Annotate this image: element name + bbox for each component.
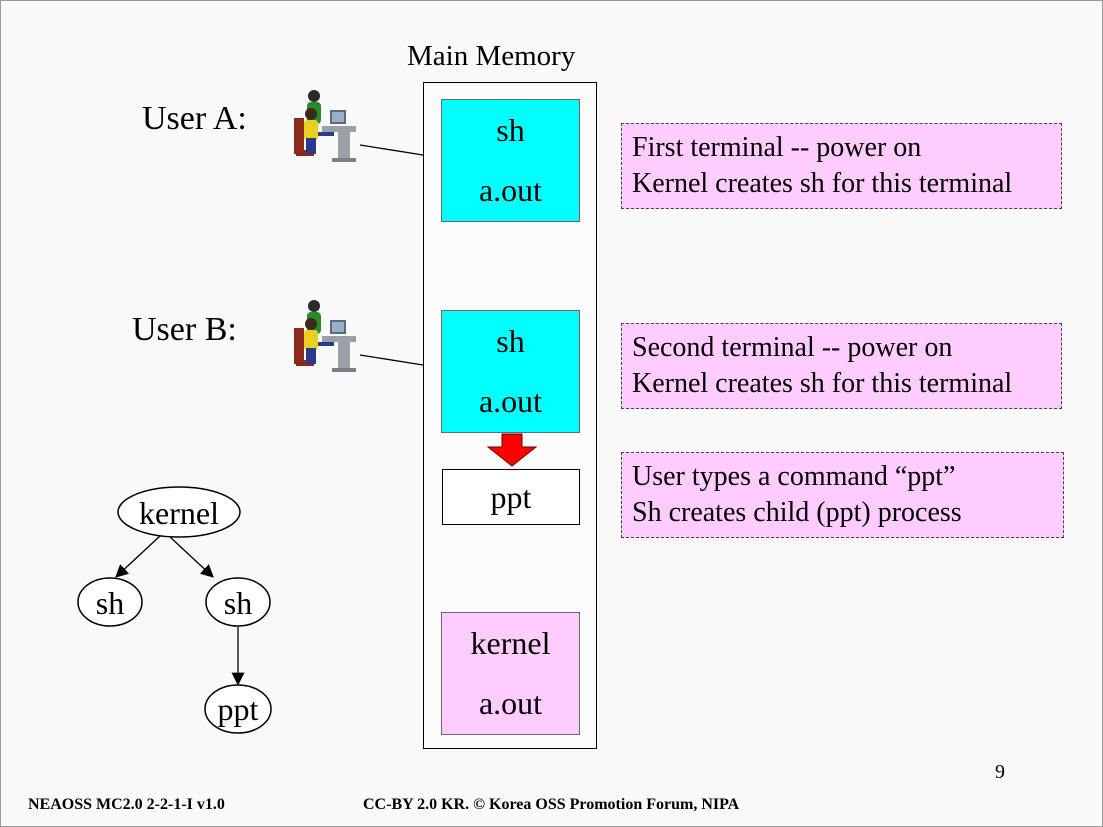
block-line: a.out bbox=[478, 685, 543, 722]
tree-node-kernel-label: kernel bbox=[139, 495, 219, 531]
note-first-terminal: First terminal -- power on Kernel create… bbox=[621, 123, 1062, 209]
note-second-terminal: Second terminal -- power on Kernel creat… bbox=[621, 323, 1062, 409]
tree-node-ppt-label: ppt bbox=[218, 691, 259, 727]
memory-block-kernel: kernel a.out bbox=[441, 612, 580, 735]
tree-edge-kernel-sh-2 bbox=[169, 536, 214, 578]
tree-node-sh-1 bbox=[77, 577, 143, 627]
note-line: Kernel creates sh for this terminal bbox=[632, 368, 1013, 399]
memory-block-sh-a: sh a.out bbox=[441, 99, 580, 222]
tree-node-sh-2 bbox=[205, 577, 271, 627]
user-a-connector bbox=[359, 144, 424, 156]
red-down-arrow-icon bbox=[486, 433, 538, 467]
user-a-label: User A: bbox=[142, 100, 247, 137]
note-line: Second terminal -- power on bbox=[632, 332, 953, 363]
memory-block-ppt: ppt bbox=[442, 469, 580, 525]
block-line: ppt bbox=[490, 478, 532, 515]
note-line: User types a command “ppt” bbox=[632, 461, 956, 492]
block-line: a.out bbox=[478, 383, 543, 420]
block-line: sh bbox=[496, 111, 525, 148]
block-line: kernel bbox=[470, 624, 551, 661]
block-line: a.out bbox=[478, 172, 543, 209]
note-line: Kernel creates sh for this terminal bbox=[632, 168, 1013, 199]
note-line: First terminal -- power on bbox=[632, 132, 922, 163]
memory-title: Main Memory bbox=[407, 40, 576, 72]
memory-block-sh-b: sh a.out bbox=[441, 310, 580, 433]
user-at-computer-icon bbox=[294, 90, 356, 162]
tree-node-sh-1-label: sh bbox=[96, 585, 124, 621]
user-at-computer-icon bbox=[294, 300, 356, 372]
footer-left: NEAOSS MC2.0 2-2-1-I v1.0 bbox=[28, 796, 225, 813]
user-b-connector bbox=[359, 354, 424, 366]
tree-node-sh-2-label: sh bbox=[224, 585, 252, 621]
note-user-command: User types a command “ppt” Sh creates ch… bbox=[621, 452, 1064, 538]
footer-center: CC-BY 2.0 KR. © Korea OSS Promotion Foru… bbox=[363, 796, 740, 813]
page-number: 9 bbox=[995, 761, 1005, 783]
user-b-label: User B: bbox=[132, 311, 237, 348]
tree-node-kernel bbox=[117, 486, 241, 538]
block-line: sh bbox=[496, 322, 525, 359]
note-line: Sh creates child (ppt) process bbox=[632, 497, 962, 528]
tree-edge-kernel-sh-1 bbox=[115, 535, 161, 578]
